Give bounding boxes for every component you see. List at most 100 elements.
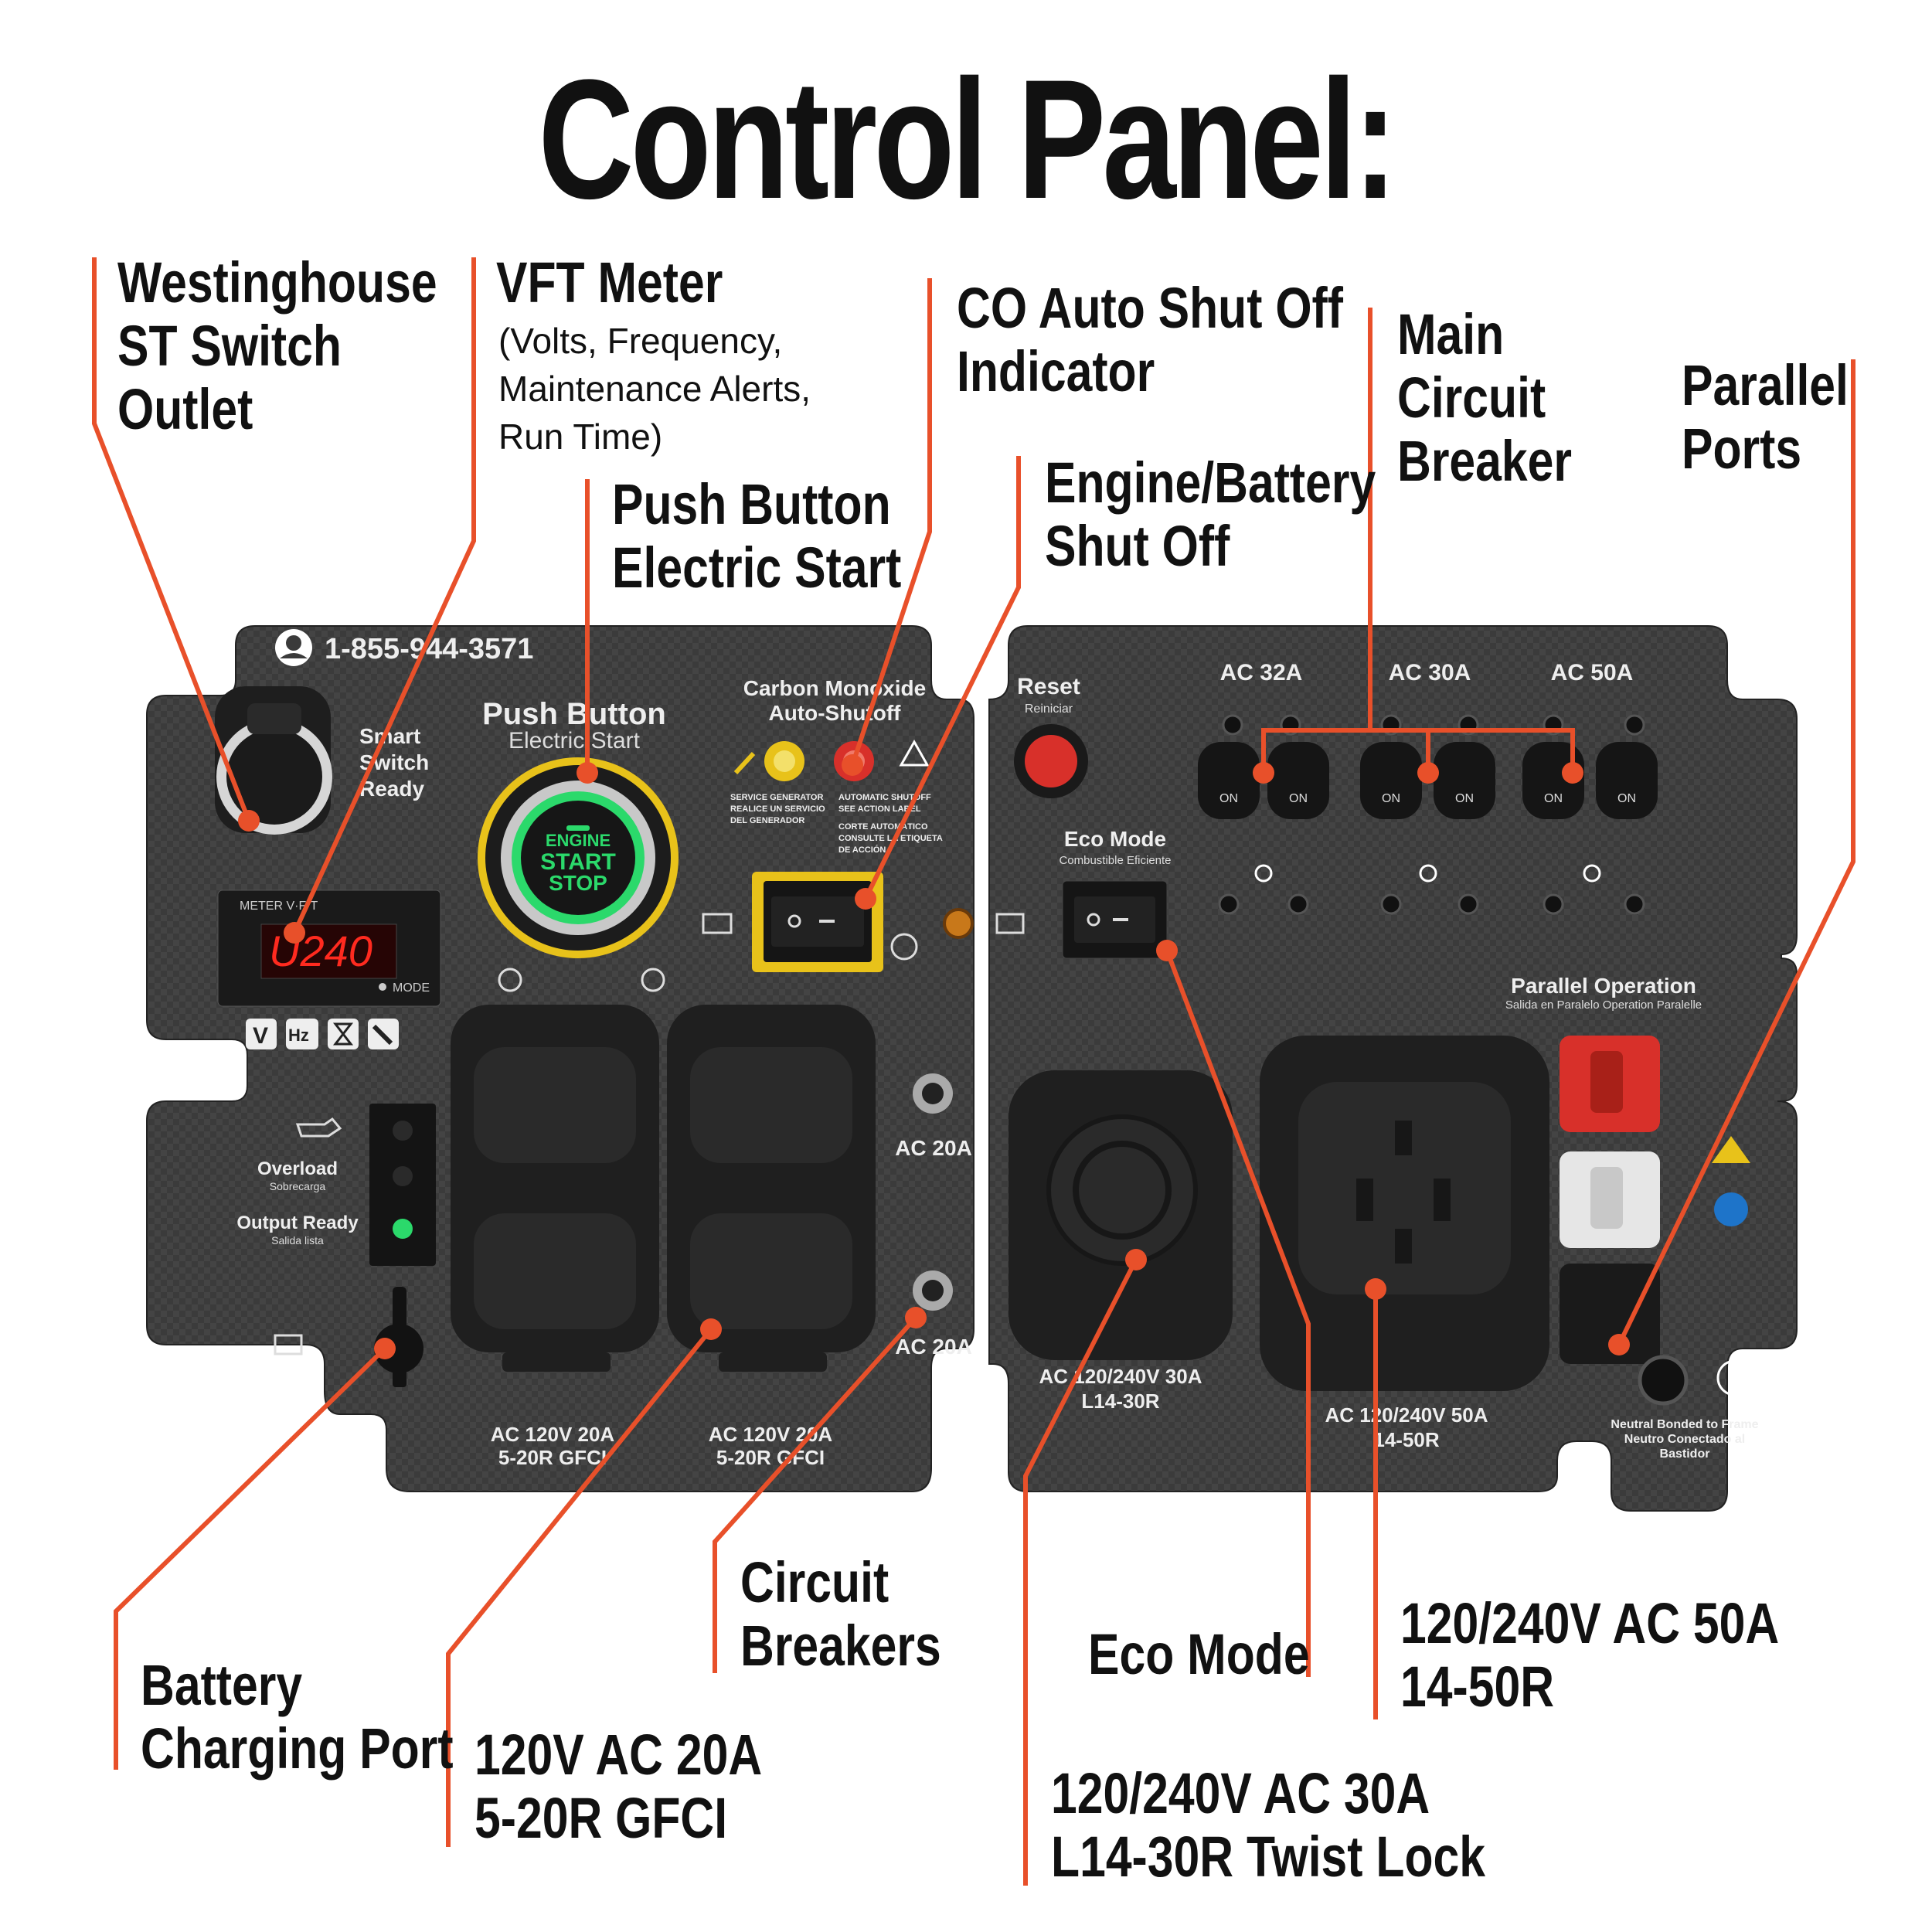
circuit-breaker-upper-label: AC 20A <box>895 1136 972 1160</box>
oil-can-icon <box>295 1117 342 1138</box>
hourglass-icon <box>332 1022 354 1046</box>
battery-charging-port[interactable] <box>374 1287 423 1387</box>
output-ready-label: Output Ready <box>236 1213 359 1233</box>
svg-text:CONSULTE LA ETIQUETA: CONSULTE LA ETIQUETA <box>838 834 943 843</box>
svg-text:SERVICE GENERATOR: SERVICE GENERATOR <box>730 793 823 802</box>
svg-text:Auto-Shutoff: Auto-Shutoff <box>768 701 901 725</box>
neutral-label: Neutral Bonded to Frame <box>1611 1418 1758 1431</box>
battery-charge-icon <box>274 1334 303 1355</box>
svg-text:STOP: STOP <box>549 871 607 895</box>
page-title: Control Panel: <box>538 44 1397 234</box>
svg-text:Hz: Hz <box>288 1026 309 1045</box>
svg-text:AUTOMATIC SHUTOFF: AUTOMATIC SHUTOFF <box>838 793 931 802</box>
wrench-small-icon <box>733 751 756 775</box>
eco-mode-switch[interactable] <box>1062 880 1168 959</box>
vft-meter[interactable]: METER V·F·T U240 MODE <box>217 889 441 1007</box>
battery-check-icon <box>995 913 1025 934</box>
svg-text:Neutro Conectado al: Neutro Conectado al <box>1624 1433 1745 1446</box>
overload-led <box>393 1166 413 1186</box>
start-stop-button[interactable]: ENGINE START STOP <box>478 757 679 958</box>
manual-icon <box>1714 1192 1748 1226</box>
svg-text:REALICE UN SERVICIO: REALICE UN SERVICIO <box>730 804 825 814</box>
callout-engine-battery: Engine/Battery Shut Off <box>1045 451 1376 578</box>
caution-icon <box>1712 1136 1750 1163</box>
service-indicator <box>764 741 804 781</box>
callout-circuit-breakers: Circuit Breakers <box>740 1550 941 1678</box>
parallel-port-white[interactable] <box>1560 1151 1660 1248</box>
svg-text:DE ACCIÓN: DE ACCIÓN <box>838 845 886 855</box>
engine-stop-icon <box>641 968 665 992</box>
leader-lines <box>92 257 1855 1886</box>
push-button-title: Push Button <box>482 697 666 731</box>
reset-label: Reset <box>1017 674 1080 699</box>
ground-terminal[interactable] <box>1638 1355 1689 1406</box>
outlet-50a-14-50r[interactable] <box>1260 1036 1549 1391</box>
oil-led <box>393 1121 413 1141</box>
svg-text:14-50R: 14-50R <box>1373 1428 1439 1451</box>
svg-text:ENGINE: ENGINE <box>546 831 611 850</box>
outlet-20a-left[interactable] <box>451 1005 659 1372</box>
callout-eco-mode: Eco Mode <box>1088 1622 1310 1686</box>
battery-icon <box>702 913 733 934</box>
svg-text:5-20R GFCI: 5-20R GFCI <box>716 1446 825 1469</box>
main-circuit-breaker-50a[interactable]: ON ON <box>1522 714 1658 915</box>
callout-main-breaker: Main Circuit Breaker <box>1397 302 1573 493</box>
callout-co-shutoff: CO Auto Shut Off Indicator <box>957 276 1343 403</box>
main-circuit-breaker-32a[interactable]: ON ON <box>1198 714 1329 915</box>
svg-text:V: V <box>253 1023 268 1049</box>
svg-text:SEE ACTION LABEL: SEE ACTION LABEL <box>838 804 921 814</box>
svg-text:CORTE AUTOMÁTICO: CORTE AUTOMÁTICO <box>838 821 928 832</box>
svg-text:ON: ON <box>1219 792 1238 805</box>
parallel-port-red[interactable] <box>1560 1036 1660 1132</box>
status-led-panel <box>369 1104 436 1266</box>
callout-outlet-50a: 120/240V AC 50A 14-50R <box>1400 1591 1780 1719</box>
reset-button[interactable] <box>1014 724 1088 798</box>
parallel-port-black[interactable] <box>1560 1264 1660 1364</box>
push-button-sub: Electric Start <box>509 728 641 753</box>
circuit-breaker-lower-label: AC 20A <box>895 1335 972 1359</box>
parallel-operation-label: Parallel Operation <box>1511 974 1696 998</box>
circuit-breaker-20a-upper[interactable] <box>913 1073 953 1114</box>
outlet-20a-right[interactable] <box>667 1005 876 1372</box>
engine-icon <box>498 968 522 992</box>
eco-label: Eco Mode <box>1064 827 1166 851</box>
circuit-breaker-20a-lower[interactable] <box>913 1270 953 1311</box>
svg-text:METER V·F·T: METER V·F·T <box>240 900 318 913</box>
svg-text:ON: ON <box>1544 792 1563 805</box>
svg-text:Sobrecarga: Sobrecarga <box>270 1180 326 1192</box>
no-engine-icon <box>890 933 918 961</box>
outlet-30a-twist-lock[interactable] <box>1009 1070 1233 1360</box>
callout-parallel-ports: Parallel Ports <box>1682 353 1849 481</box>
callout-push-button: Push Button Electric Start <box>612 472 902 600</box>
breaker-label-50a: AC 50A <box>1551 660 1634 685</box>
callout-outlet-30a: 120/240V AC 30A L14-30R Twist Lock <box>1051 1761 1486 1889</box>
overload-label: Overload <box>257 1158 338 1179</box>
callout-st-switch: Westinghouse ST Switch Outlet <box>117 250 437 441</box>
svg-text:Salida en Paralelo Operation P: Salida en Paralelo Operation Paralelle <box>1505 998 1702 1012</box>
outlet-50a-label: AC 120/240V 50A <box>1325 1403 1488 1427</box>
svg-text:ON: ON <box>1382 792 1400 805</box>
svg-text:Ready: Ready <box>359 777 424 801</box>
wrench-icon <box>372 1024 393 1046</box>
svg-text:Bastidor: Bastidor <box>1660 1447 1710 1461</box>
svg-text:ON: ON <box>1617 792 1636 805</box>
outlet-30a-label: AC 120/240V 30A <box>1039 1365 1202 1388</box>
co-label: Carbon Monoxide <box>743 676 926 700</box>
main-circuit-breaker-30a[interactable]: ON ON <box>1360 714 1495 915</box>
engine-battery-shutoff-switch[interactable] <box>752 872 883 972</box>
output-ready-led <box>393 1219 413 1239</box>
svg-text:DEL GENERADOR: DEL GENERADOR <box>730 816 804 825</box>
svg-text:5-20R GFCI: 5-20R GFCI <box>498 1446 607 1469</box>
outlet-20a-left-label: AC 120V 20A <box>491 1423 615 1446</box>
svg-text:START: START <box>540 849 616 875</box>
svg-text:L14-30R: L14-30R <box>1081 1389 1159 1413</box>
callout-outlet-20a: 120V AC 20A 5-20R GFCI <box>474 1723 763 1850</box>
breaker-label-30a: AC 30A <box>1389 660 1471 685</box>
callout-battery-charging: Battery Charging Port <box>141 1653 454 1781</box>
callout-vft-meter: VFT Meter <box>496 250 723 315</box>
breaker-label-32a: AC 32A <box>1220 660 1303 685</box>
svg-text:ON: ON <box>1289 792 1308 805</box>
svg-text:Combustible Eficiente: Combustible Eficiente <box>1059 854 1171 867</box>
st-switch-outlet[interactable] <box>215 686 332 835</box>
